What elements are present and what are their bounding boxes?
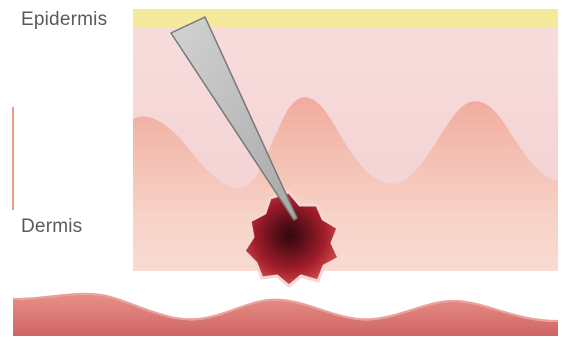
accent-rule [12, 107, 14, 210]
dermis-label: Dermis [21, 217, 82, 236]
epidermis-label: Epidermis [21, 10, 107, 29]
